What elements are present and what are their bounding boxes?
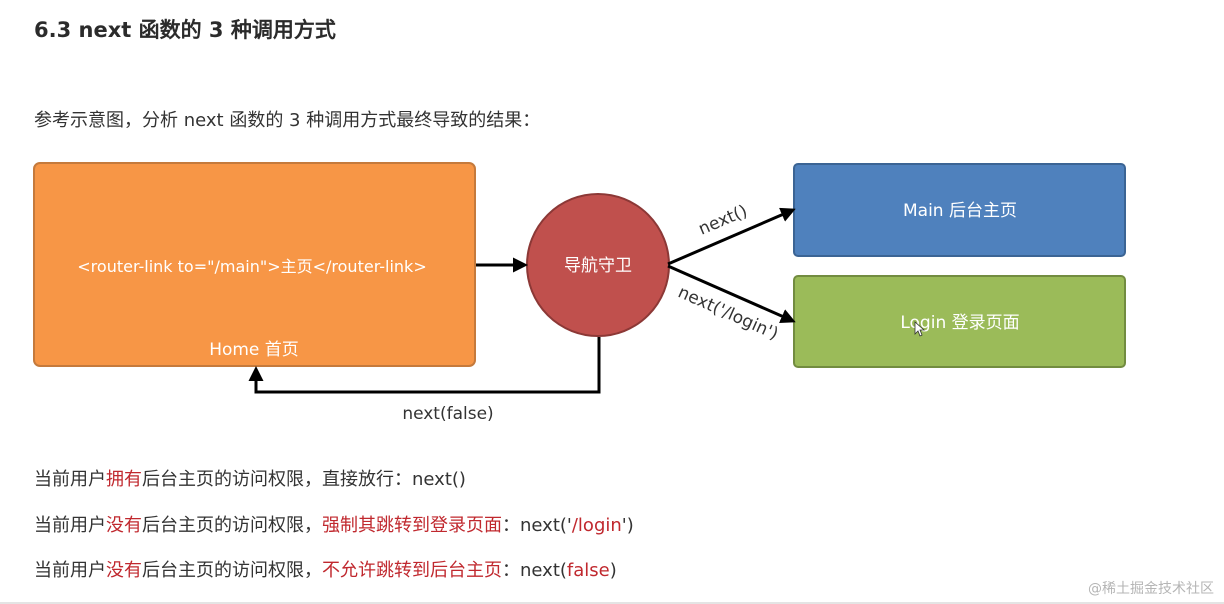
- mouse-cursor-icon: [914, 321, 926, 337]
- result-2-suffix-end: '): [621, 515, 634, 536]
- edge-label-next-false: next(false): [402, 404, 493, 424]
- result-line-3: 当前用户没有后台主页的访问权限，不允许跳转到后台主页：next(false): [34, 556, 617, 582]
- result-2-middle: 后台主页的访问权限，: [142, 515, 322, 536]
- bottom-divider: [0, 602, 1224, 604]
- result-2-prefix: 当前用户: [34, 515, 106, 536]
- result-3-middle: 后台主页的访问权限，: [142, 560, 322, 581]
- result-line-1: 当前用户拥有后台主页的访问权限，直接放行：next(): [34, 465, 466, 491]
- edge-label-next-main: next(): [696, 201, 751, 239]
- result-2-highlight: 没有: [106, 515, 142, 536]
- intro-text: 参考示意图，分析 next 函数的 3 种调用方式最终导致的结果：: [34, 110, 541, 131]
- result-3-suffix-end: ): [609, 560, 617, 581]
- section-heading: 6.3 next 函数的 3 种调用方式: [34, 18, 336, 42]
- guard-label: 导航守卫: [564, 256, 632, 276]
- result-2-action: 强制其跳转到登录页面: [322, 515, 502, 536]
- login-box-label: Login 登录页面: [900, 313, 1019, 333]
- arrow-guard-to-login: [667, 264, 796, 324]
- arrow-guard-to-home: [248, 337, 601, 394]
- result-3-action: 不允许跳转到后台主页: [322, 560, 502, 581]
- result-3-prefix: 当前用户: [34, 560, 106, 581]
- main-box-label: Main 后台主页: [903, 201, 1017, 221]
- result-2-suffix: ：next(': [502, 515, 572, 536]
- result-line-2: 当前用户没有后台主页的访问权限，强制其跳转到登录页面：next('/login'…: [34, 511, 634, 537]
- result-1-prefix: 当前用户: [34, 469, 106, 490]
- arrow-guard-to-main: [667, 207, 796, 266]
- home-box-label: Home 首页: [209, 340, 299, 360]
- result-2-suffix-red: /login: [571, 515, 622, 536]
- result-1-highlight: 拥有: [106, 469, 142, 490]
- result-3-highlight: 没有: [106, 560, 142, 581]
- home-router-link-text: <router-link to="/main">主页</router-link>: [77, 257, 426, 276]
- result-3-suffix: ：next(: [502, 560, 567, 581]
- result-3-suffix-red: false: [566, 560, 610, 581]
- result-1-middle: 后台主页的访问权限，直接放行：next(): [142, 469, 466, 490]
- watermark: @稀土掘金技术社区: [1088, 581, 1214, 597]
